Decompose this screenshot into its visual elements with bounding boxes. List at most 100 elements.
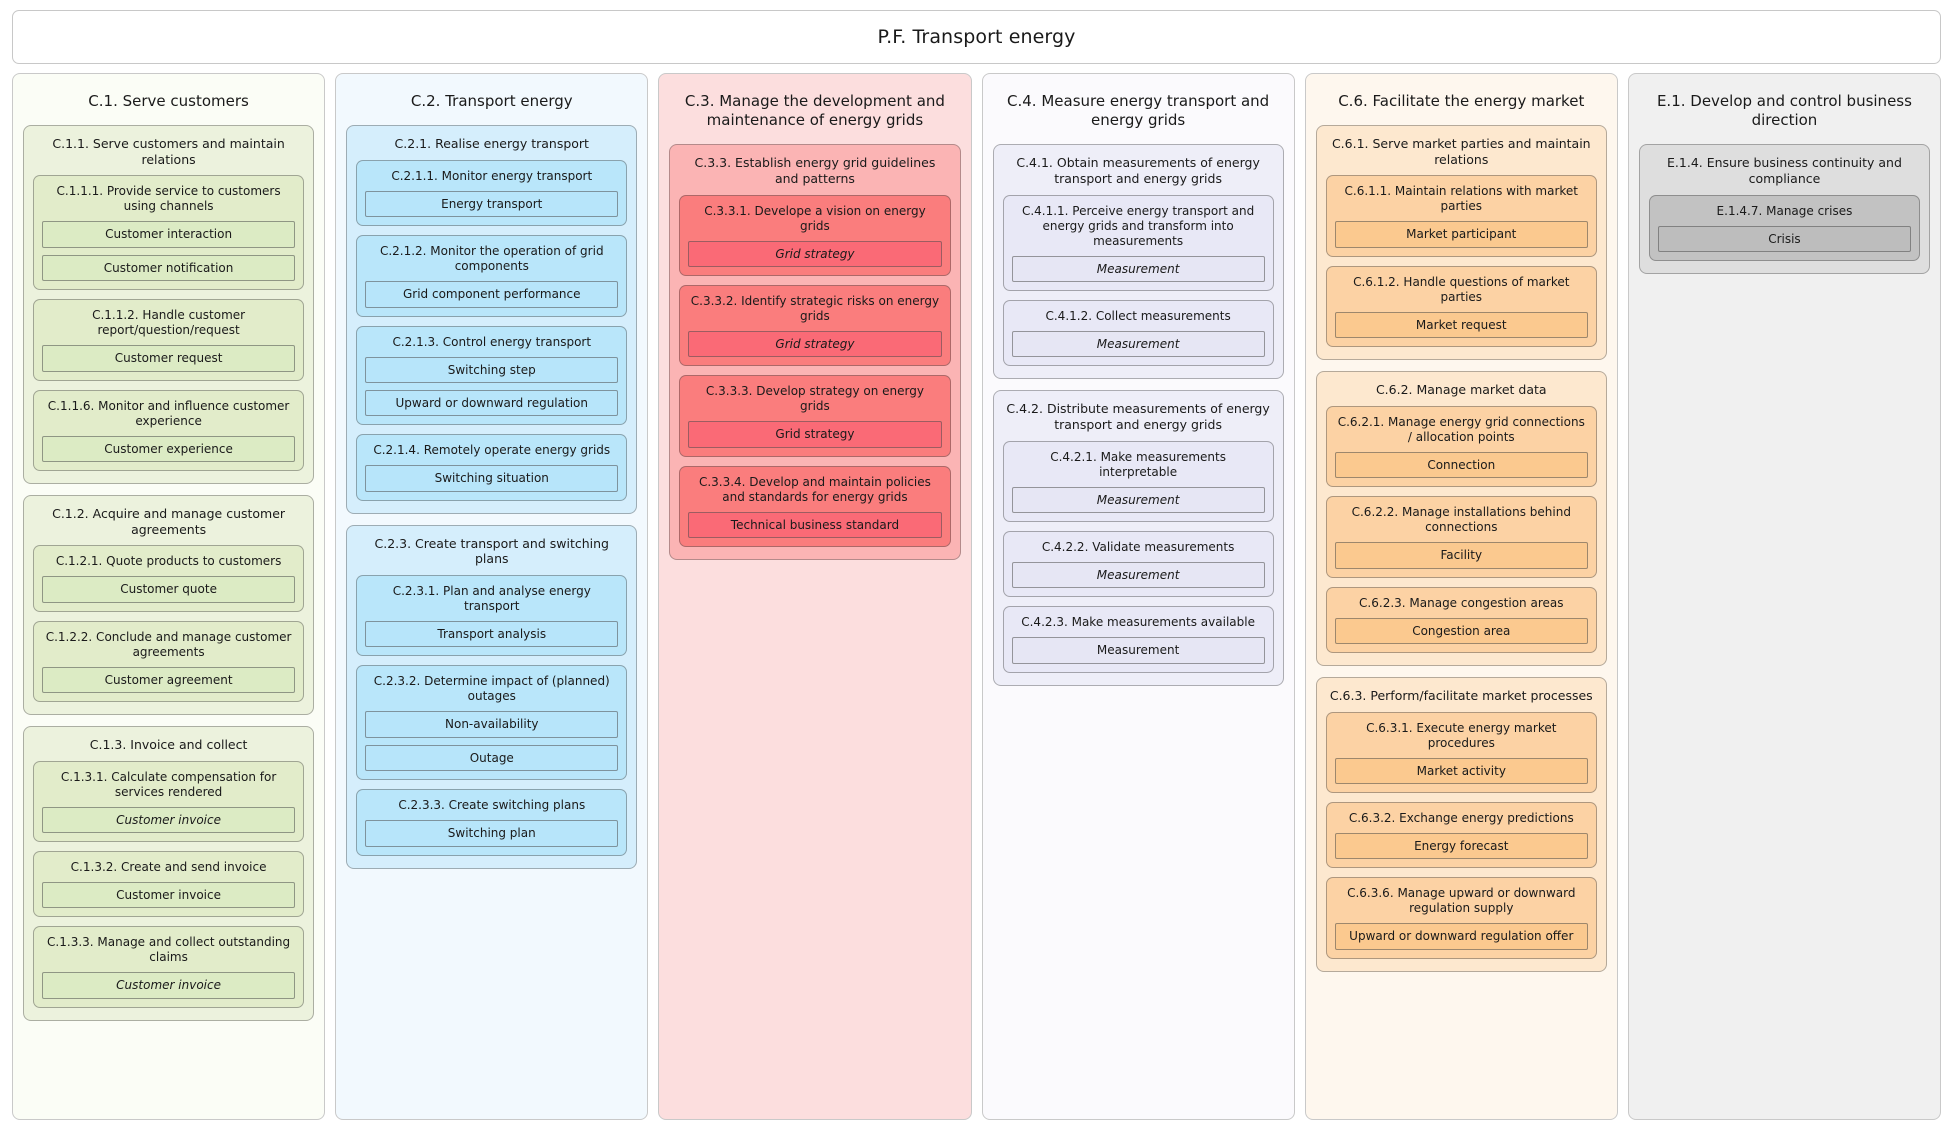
column-title: C.6. Facilitate the energy market xyxy=(1338,92,1585,110)
capability-group[interactable]: C.6.3. Perform/facilitate market process… xyxy=(1315,677,1607,972)
business-object-chip[interactable]: Facility xyxy=(1334,542,1588,569)
capability-item[interactable]: C.3.3.2. Identify strategic risks on ene… xyxy=(679,285,951,367)
capability-item[interactable]: C.6.1.2. Handle questions of market part… xyxy=(1325,265,1597,348)
item-title: C.4.1.1. Perceive energy transport and e… xyxy=(1021,203,1255,248)
business-object-chip[interactable]: Energy forecast xyxy=(1334,833,1588,860)
business-object-chip[interactable]: Customer experience xyxy=(42,435,296,462)
group-title: C.1.1. Serve customers and maintain rela… xyxy=(52,136,285,167)
business-object-chip[interactable]: Connection xyxy=(1334,451,1588,479)
business-object-chip[interactable]: Transport analysis xyxy=(365,621,619,648)
capability-item[interactable]: C.3.3.4. Develop and maintain policies a… xyxy=(679,465,951,548)
business-object-chip[interactable]: Grid strategy xyxy=(688,421,942,448)
capability-item[interactable]: C.1.1.2. Handle customer report/question… xyxy=(33,299,305,381)
capability-item[interactable]: C.4.1.1. Perceive energy transport and e… xyxy=(1002,194,1274,292)
business-object-chip[interactable]: Customer interaction xyxy=(42,221,296,248)
item-title: C.1.2.2. Conclude and manage customer ag… xyxy=(45,629,292,659)
capability-group[interactable]: C.6.1. Serve market parties and maintain… xyxy=(1315,125,1607,361)
item-title: C.2.3.2. Determine impact of (planned) o… xyxy=(373,674,610,704)
capability-item[interactable]: C.6.2.1. Manage energy grid connections … xyxy=(1325,405,1597,488)
item-title: C.3.3.1. Develope a vision on energy gri… xyxy=(704,203,926,233)
business-object-chip[interactable]: Grid strategy xyxy=(688,240,942,268)
business-object-chip[interactable]: Market request xyxy=(1334,311,1588,339)
capability-column-e-1[interactable]: E.1. Develop and control business direct… xyxy=(1627,73,1942,1120)
capability-item[interactable]: C.6.1.1. Maintain relations with market … xyxy=(1325,175,1597,257)
business-object-chip[interactable]: Market activity xyxy=(1334,757,1588,785)
capability-item[interactable]: C.2.3.1. Plan and analyse energy transpo… xyxy=(356,575,628,657)
business-object-chip[interactable]: Customer quote xyxy=(42,576,296,603)
business-object-chip[interactable]: Customer invoice xyxy=(42,806,296,834)
capability-group[interactable]: C.3.3. Establish energy grid guidelines … xyxy=(669,144,961,561)
capability-item[interactable]: C.2.1.2. Monitor the operation of grid c… xyxy=(356,235,628,317)
business-object-chip[interactable]: Measurement xyxy=(1011,331,1265,358)
business-object-chip[interactable]: Customer notification xyxy=(42,254,296,282)
capability-item[interactable]: C.1.3.3. Manage and collect outstanding … xyxy=(33,926,305,1008)
business-object-chip[interactable]: Grid component performance xyxy=(365,281,619,308)
business-object-chip[interactable]: Congestion area xyxy=(1334,617,1588,645)
business-object-chip[interactable]: Upward or downward regulation offer xyxy=(1334,923,1588,950)
item-title: C.6.1.1. Maintain relations with market … xyxy=(1344,184,1578,214)
business-object-chip[interactable]: Measurement xyxy=(1011,486,1265,514)
capability-group[interactable]: C.1.1. Serve customers and maintain rela… xyxy=(23,125,315,484)
business-object-chip[interactable]: Non-availability xyxy=(365,711,619,738)
capability-item[interactable]: C.6.2.2. Manage installations behind con… xyxy=(1325,496,1597,578)
capability-item[interactable]: C.2.3.2. Determine impact of (planned) o… xyxy=(356,665,628,781)
capability-group[interactable]: C.2.3. Create transport and switching pl… xyxy=(346,524,638,869)
capability-item[interactable]: C.1.3.1. Calculate compensation for serv… xyxy=(33,760,305,843)
column-title: E.1. Develop and control business direct… xyxy=(1656,92,1912,130)
capability-group[interactable]: C.4.2. Distribute measurements of energy… xyxy=(992,390,1284,686)
capability-item[interactable]: C.1.2.2. Conclude and manage customer ag… xyxy=(33,620,305,703)
business-object-chip[interactable]: Technical business standard xyxy=(688,511,942,539)
business-object-chip[interactable]: Customer request xyxy=(42,345,296,372)
capability-column-c-3[interactable]: C.3. Manage the development and maintena… xyxy=(658,73,972,1120)
capability-item[interactable]: C.6.3.6. Manage upward or downward regul… xyxy=(1325,877,1597,959)
business-object-chip[interactable]: Customer invoice xyxy=(42,972,296,999)
capability-column-c-4[interactable]: C.4. Measure energy transport and energy… xyxy=(981,73,1295,1120)
business-object-chip[interactable]: Switching situation xyxy=(365,465,619,492)
capability-item[interactable]: C.1.1.1. Provide service to customers us… xyxy=(33,175,305,291)
capability-group[interactable]: C.1.2. Acquire and manage customer agree… xyxy=(23,495,315,716)
business-object-chip[interactable]: Measurement xyxy=(1011,255,1265,283)
item-title: C.2.1.4. Remotely operate energy grids xyxy=(373,443,611,458)
business-object-chip[interactable]: Upward or downward regulation xyxy=(365,389,619,417)
capability-item[interactable]: C.3.3.1. Develope a vision on energy gri… xyxy=(679,194,951,277)
business-object-chip[interactable]: Measurement xyxy=(1011,637,1265,664)
business-object-chip[interactable]: Outage xyxy=(365,744,619,772)
business-object-chip[interactable]: Crisis xyxy=(1657,225,1912,253)
business-object-chip[interactable]: Customer agreement xyxy=(42,666,296,694)
capability-item[interactable]: C.6.3.1. Execute energy market procedure… xyxy=(1325,711,1597,794)
capability-group[interactable]: C.4.1. Obtain measurements of energy tra… xyxy=(992,144,1284,380)
item-title: C.2.1.2. Monitor the operation of grid c… xyxy=(379,244,604,274)
capability-item[interactable]: C.4.2.1. Make measurements interpretable… xyxy=(1002,440,1274,523)
page-title-bar: P.F. Transport energy xyxy=(12,10,1941,64)
business-object-chip[interactable]: Measurement xyxy=(1011,562,1265,589)
group-title: C.4.2. Distribute measurements of energy… xyxy=(1006,401,1270,433)
business-object-chip[interactable]: Customer invoice xyxy=(42,882,296,909)
business-object-chip[interactable]: Switching step xyxy=(365,356,619,383)
business-object-chip[interactable]: Energy transport xyxy=(365,190,619,218)
capability-item[interactable]: C.3.3.3. Develop strategy on energy grid… xyxy=(679,375,951,457)
business-object-chip[interactable]: Switching plan xyxy=(365,820,619,847)
capability-item[interactable]: C.1.1.6. Monitor and influence customer … xyxy=(33,389,305,471)
business-object-chip[interactable]: Grid strategy xyxy=(688,331,942,358)
business-object-chip[interactable]: Market participant xyxy=(1334,221,1588,248)
capability-group[interactable]: E.1.4. Ensure business continuity and co… xyxy=(1638,144,1931,275)
group-title: C.1.3. Invoice and collect xyxy=(89,737,248,753)
